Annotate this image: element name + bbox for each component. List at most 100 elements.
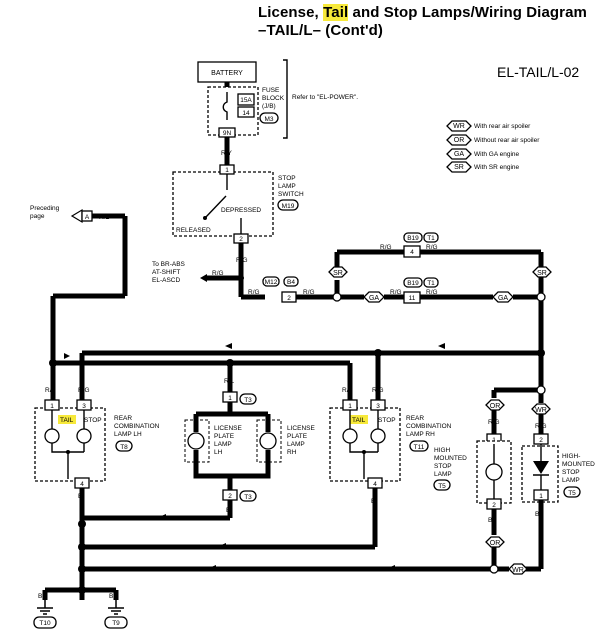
lamp-label: LICENSE bbox=[287, 425, 315, 432]
wire-color: R/G bbox=[426, 244, 438, 251]
option-sr: SR bbox=[333, 270, 343, 277]
legend-abbr: SR bbox=[454, 164, 464, 171]
option-or: OR bbox=[490, 540, 501, 547]
lamp-label: MOUNTED bbox=[434, 455, 467, 462]
legend-text: With GA engine bbox=[474, 151, 520, 158]
lamp-stop-label: STOP bbox=[378, 417, 396, 424]
to-br-label: EL-ASCD bbox=[152, 277, 180, 284]
page-subtitle: –TAIL/L– (Cont'd) bbox=[258, 22, 383, 39]
wire-color: R/G bbox=[248, 289, 260, 296]
lamp-label: COMBINATION bbox=[406, 423, 452, 430]
fuse-terminal: 9N bbox=[223, 130, 232, 137]
lamp-connector: T11 bbox=[414, 444, 425, 451]
lamp-label: STOP bbox=[434, 463, 452, 470]
pin-number: 1 bbox=[539, 493, 543, 500]
wire-color: B bbox=[535, 511, 539, 518]
wire-color: R/L bbox=[45, 387, 56, 394]
switch-connector: M19 bbox=[282, 203, 295, 210]
high-mounted-stop-lamp-wr: WR R/G 2 1 HIGH- MOUNTED STOP LAMP T5 B … bbox=[498, 403, 595, 575]
switch-label: SWITCH bbox=[278, 191, 304, 198]
legend-text: With SR engine bbox=[474, 164, 520, 171]
lamp-label: REAR bbox=[114, 415, 132, 422]
preceding-label: page bbox=[30, 213, 45, 220]
connector-code: B19 bbox=[407, 280, 419, 287]
legend-item-or: OR Without rear air spoiler bbox=[446, 134, 540, 146]
wire-color: R/G bbox=[303, 289, 315, 296]
license-connector: T3 bbox=[244, 397, 252, 404]
wire-color: R/G bbox=[380, 244, 392, 251]
pin-number: 1 bbox=[228, 395, 232, 402]
lamp-label: LAMP RH bbox=[406, 431, 435, 438]
lamp-tail-label: TAIL bbox=[352, 417, 366, 424]
legend-abbr: WR bbox=[453, 123, 465, 130]
wire-color: R/Y bbox=[221, 150, 233, 157]
option-sr: SR bbox=[537, 270, 547, 277]
lamp-connector: T5 bbox=[438, 483, 446, 490]
legend-text: With rear air spoiler bbox=[474, 123, 531, 130]
connector-code: B19 bbox=[407, 235, 419, 242]
high-mounted-stop-lamp-or: OR R/G 1 2 HIGH MOUNTED STOP LAMP T5 B O… bbox=[433, 399, 512, 565]
lamp-label: LAMP LH bbox=[114, 431, 142, 438]
option-ga: GA bbox=[369, 295, 379, 302]
fuse-number: 14 bbox=[242, 110, 250, 117]
lamp-stop-label: STOP bbox=[84, 417, 102, 424]
wire-color: R/L bbox=[224, 378, 235, 385]
wire-color: B bbox=[109, 593, 113, 600]
option-wr: WR bbox=[535, 407, 547, 414]
lamp-label: REAR bbox=[406, 415, 424, 422]
lamp-label: LAMP bbox=[434, 471, 452, 478]
fuse-amp: 15A bbox=[240, 97, 252, 104]
pin-number: 1 bbox=[225, 167, 229, 174]
pin-number: 4 bbox=[373, 481, 377, 488]
wire-color: R/L bbox=[342, 387, 353, 394]
fuse-block: 15A 14 FUSE BLOCK (J/B) M3 Refer to "EL-… bbox=[207, 59, 358, 139]
switch-depressed-label: DEPRESSED bbox=[221, 207, 261, 214]
wire-color: B bbox=[78, 493, 82, 500]
switch-released-label: RELEASED bbox=[176, 227, 211, 234]
title-text-b: and Stop Lamps/Wiring Diagram bbox=[348, 4, 587, 21]
ground-connector: T9 bbox=[112, 620, 120, 627]
lamp-label: MOUNTED bbox=[562, 461, 595, 468]
lamp-label: PLATE bbox=[214, 433, 235, 440]
lamp-label: HIGH bbox=[434, 447, 451, 454]
rear-combination-lamp-rh: R/L R/G 1 3 TAIL STOP 4 REAR COMBINATION… bbox=[329, 387, 452, 489]
wire-color: B bbox=[371, 498, 375, 505]
wire-color: R/G bbox=[390, 289, 402, 296]
lamp-label: LAMP bbox=[287, 441, 305, 448]
fuse-label: FUSE bbox=[262, 87, 280, 94]
connector-code: T1 bbox=[427, 235, 435, 242]
rear-combination-lamp-lh: R/L R/G 1 3 TAIL STOP 4 REAR COMBINATION… bbox=[34, 387, 160, 489]
fuse-connector: M3 bbox=[264, 116, 273, 123]
connector-code: T1 bbox=[427, 280, 435, 287]
ground-t9: T9 bbox=[104, 600, 128, 629]
ground-t10: T10 bbox=[33, 600, 57, 629]
pin-number: 4 bbox=[80, 481, 84, 488]
ground-connector: T10 bbox=[39, 620, 51, 627]
lamp-connector: T8 bbox=[120, 444, 128, 451]
preceding-label: Preceding bbox=[30, 205, 60, 212]
license-plate-lamps: R/L 1 T3 LICENSE PLATE LAMP LH LICENSE P… bbox=[184, 378, 315, 518]
lamp-label: STOP bbox=[562, 469, 580, 476]
wire-color: B bbox=[38, 593, 42, 600]
switch-label: LAMP bbox=[278, 183, 296, 190]
wire-color: B bbox=[226, 507, 230, 514]
wire-color: R/G bbox=[78, 387, 90, 394]
fuse-refer: Refer to "EL-POWER". bbox=[292, 94, 358, 101]
pin-number: 1 bbox=[348, 403, 352, 410]
fuse-label: (J/B) bbox=[262, 103, 276, 110]
title-highlight-tail: Tail bbox=[323, 4, 349, 21]
connector-code: M12 bbox=[265, 279, 278, 286]
legend: WR With rear air spoiler OR Without rear… bbox=[446, 120, 540, 173]
lamp-label: LAMP bbox=[562, 477, 580, 484]
pin-number: 2 bbox=[539, 437, 543, 444]
lamp-label: HIGH- bbox=[562, 453, 580, 460]
legend-text: Without rear air spoiler bbox=[474, 137, 540, 144]
wire-color: R/G bbox=[236, 257, 248, 264]
option-ga: GA bbox=[498, 295, 508, 302]
diagram-code: EL-TAIL/L-02 bbox=[497, 64, 580, 80]
pin-number: 2 bbox=[239, 236, 243, 243]
option-wr: WR bbox=[512, 567, 524, 574]
battery: BATTERY bbox=[197, 61, 257, 83]
legend-abbr: GA bbox=[454, 151, 464, 158]
